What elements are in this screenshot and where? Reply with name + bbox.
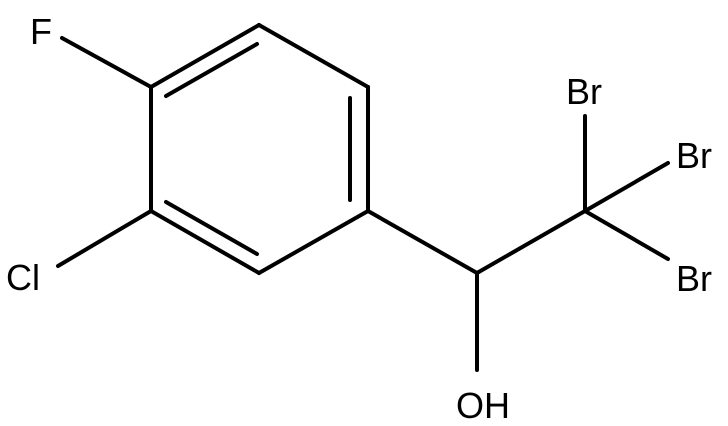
ring-bond-bottom-right bbox=[257, 209, 370, 275]
ring-to-carbinol-bond bbox=[366, 209, 479, 275]
ring-bond-top-right bbox=[257, 23, 370, 89]
bromine-bottom-label: Br bbox=[676, 258, 712, 299]
bromine-bottom-bond bbox=[583, 209, 670, 261]
chlorine-bond bbox=[56, 209, 153, 268]
fluorine-label: F bbox=[30, 11, 52, 52]
ring-bond-top-inner bbox=[164, 42, 259, 98]
benzene-ring bbox=[149, 23, 370, 275]
bromine-top-label: Br bbox=[566, 71, 602, 112]
ring-bond-bottom-left-inner bbox=[164, 200, 259, 256]
ring-bond-bottom-left bbox=[149, 209, 261, 275]
chlorine-label: Cl bbox=[6, 257, 40, 298]
carbinol-to-cbr3-bond bbox=[475, 209, 587, 275]
bromine-middle-bond bbox=[583, 161, 670, 213]
fluorine-bond bbox=[60, 36, 153, 89]
ring-bond-top bbox=[149, 23, 261, 89]
bromine-middle-label: Br bbox=[676, 135, 712, 176]
hydroxyl-label: OH bbox=[456, 385, 510, 426]
